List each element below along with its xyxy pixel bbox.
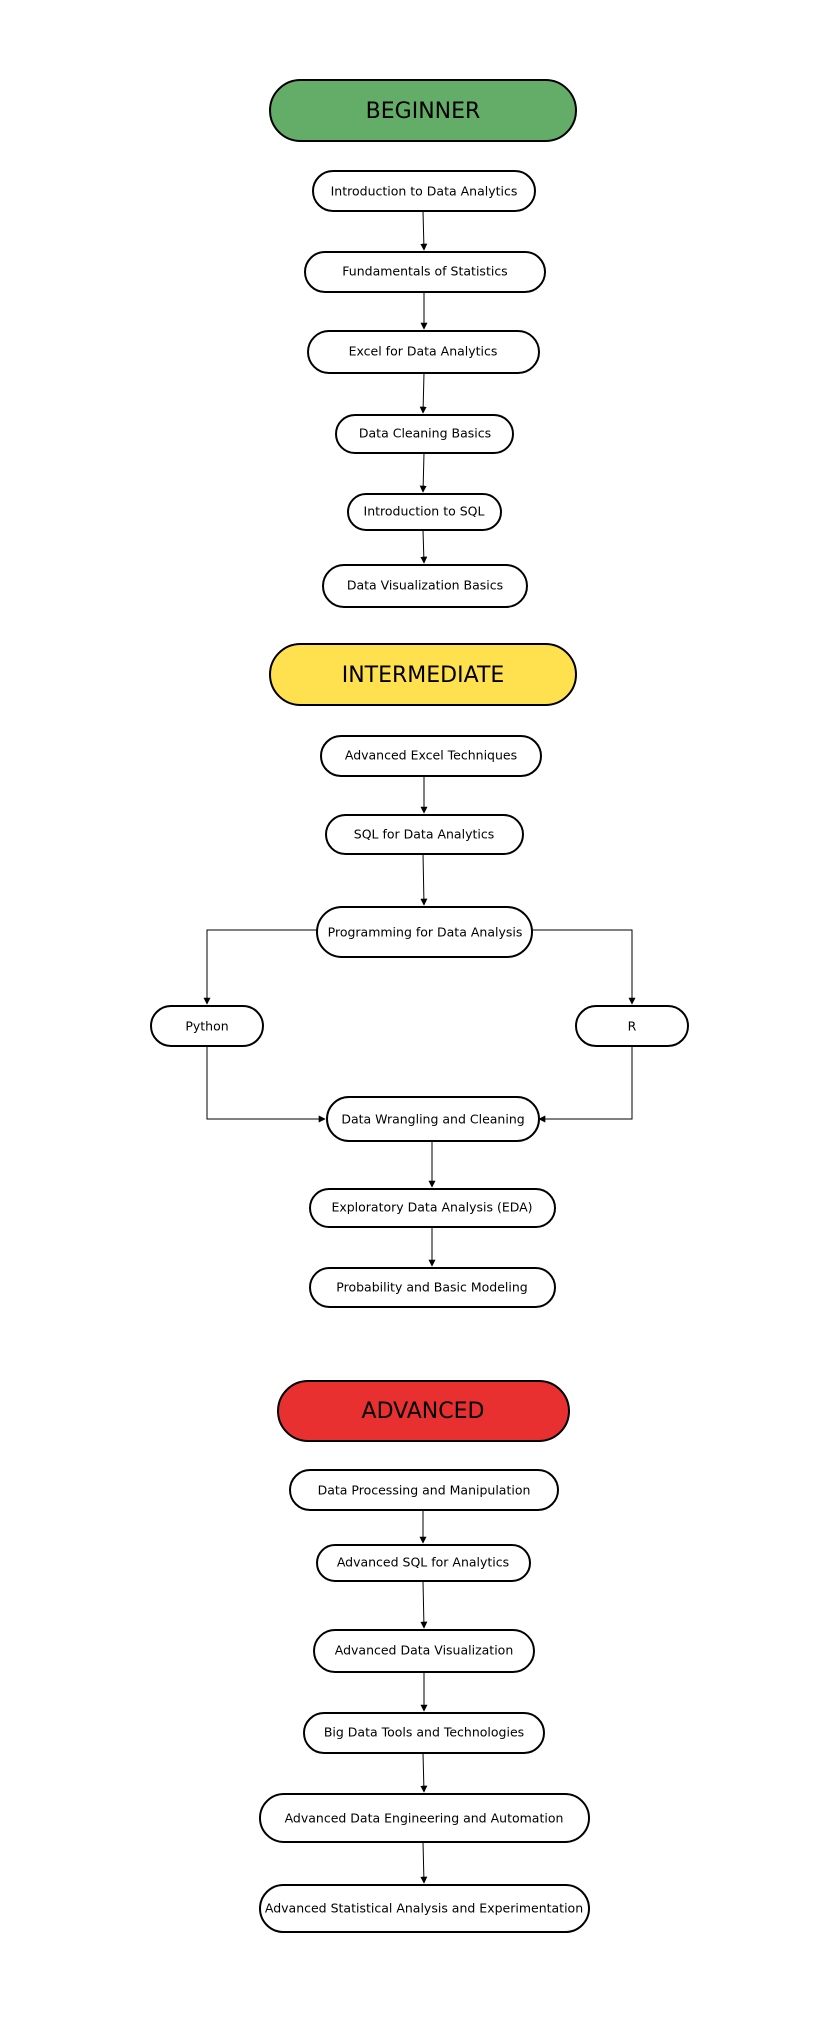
node-excel-data-analytics: Excel for Data Analytics (307, 330, 540, 374)
level-intermediate-label: INTERMEDIATE (342, 663, 505, 688)
edge-adv-sql-to-adv-viz (420, 1580, 428, 1629)
node-advanced-sql-analytics: Advanced SQL for Analytics (316, 1544, 531, 1582)
node-advanced-excel-techniques-label: Advanced Excel Techniques (345, 748, 517, 763)
connectors (203, 210, 636, 1884)
node-advanced-data-engineering: Advanced Data Engineering and Automation (259, 1793, 590, 1843)
edge-programming-to-python (203, 929, 317, 1005)
edge-sql-to-visualization (420, 529, 428, 564)
node-data-cleaning-basics: Data Cleaning Basics (335, 414, 514, 454)
level-beginner-box (269, 79, 577, 142)
node-advanced-statistical-analysis: Advanced Statistical Analysis and Experi… (259, 1884, 590, 1933)
node-sql-data-analytics-label: SQL for Data Analytics (354, 827, 494, 842)
node-big-data-tools-label: Big Data Tools and Technologies (324, 1725, 524, 1740)
edge-excel-to-cleaning (419, 372, 427, 414)
edge-python-to-wrangling (206, 1046, 326, 1123)
node-sql-data-analytics: SQL for Data Analytics (325, 814, 524, 855)
node-data-processing-manipulation-label: Data Processing and Manipulation (318, 1483, 531, 1498)
node-introduction-sql-label: Introduction to SQL (364, 504, 485, 519)
node-programming-data-analysis-label: Programming for Data Analysis (328, 925, 523, 940)
level-advanced-label: ADVANCED (362, 1399, 485, 1424)
edge-intro-to-fundamentals (420, 210, 428, 251)
node-python: Python (150, 1005, 264, 1047)
node-advanced-data-visualization: Advanced Data Visualization (313, 1629, 535, 1673)
node-r: R (575, 1005, 689, 1047)
node-advanced-data-engineering-label: Advanced Data Engineering and Automation (285, 1811, 564, 1826)
level-advanced-box (277, 1380, 570, 1442)
level-intermediate-box (269, 643, 577, 706)
node-advanced-sql-analytics-label: Advanced SQL for Analytics (337, 1555, 509, 1570)
level-beginner: BEGINNER (269, 79, 577, 142)
edge-sql-analytics-to-programming (420, 852, 428, 906)
edge-engineering-to-adv-stats (420, 1841, 428, 1884)
edge-programming-to-r (532, 929, 636, 1005)
node-data-visualization-basics: Data Visualization Basics (322, 564, 528, 608)
level-beginner-label: BEGINNER (366, 99, 481, 124)
node-data-visualization-basics-label: Data Visualization Basics (347, 578, 503, 593)
node-fundamentals-statistics: Fundamentals of Statistics (304, 251, 546, 293)
node-python-label: Python (185, 1019, 228, 1034)
node-exploratory-data-analysis: Exploratory Data Analysis (EDA) (309, 1188, 556, 1228)
node-data-wrangling-cleaning-label: Data Wrangling and Cleaning (341, 1112, 524, 1127)
edge-cleaning-to-sql (419, 452, 427, 493)
node-introduction-sql: Introduction to SQL (347, 493, 502, 531)
node-programming-data-analysis: Programming for Data Analysis (316, 906, 533, 958)
node-data-processing-manipulation: Data Processing and Manipulation (289, 1469, 559, 1511)
node-intro-data-analytics-label: Introduction to Data Analytics (331, 184, 518, 199)
level-intermediate: INTERMEDIATE (269, 643, 577, 706)
node-excel-data-analytics-label: Excel for Data Analytics (349, 344, 498, 359)
node-exploratory-data-analysis-label: Exploratory Data Analysis (EDA) (331, 1200, 532, 1215)
node-advanced-data-visualization-label: Advanced Data Visualization (335, 1643, 514, 1658)
node-data-cleaning-basics-label: Data Cleaning Basics (359, 426, 491, 441)
node-big-data-tools: Big Data Tools and Technologies (303, 1712, 545, 1754)
node-intro-data-analytics: Introduction to Data Analytics (312, 170, 536, 212)
node-fundamentals-statistics-label: Fundamentals of Statistics (342, 264, 507, 279)
level-advanced: ADVANCED (277, 1380, 570, 1442)
node-advanced-statistical-analysis-label: Advanced Statistical Analysis and Experi… (265, 1901, 583, 1916)
edge-r-to-wrangling (538, 1046, 633, 1123)
node-data-wrangling-cleaning: Data Wrangling and Cleaning (326, 1096, 540, 1142)
node-r-label: R (628, 1019, 637, 1034)
node-probability-basic-modeling-label: Probability and Basic Modeling (336, 1280, 527, 1295)
edge-big-data-to-engineering (420, 1752, 428, 1793)
node-probability-basic-modeling: Probability and Basic Modeling (309, 1267, 556, 1308)
node-advanced-excel-techniques: Advanced Excel Techniques (320, 735, 542, 777)
